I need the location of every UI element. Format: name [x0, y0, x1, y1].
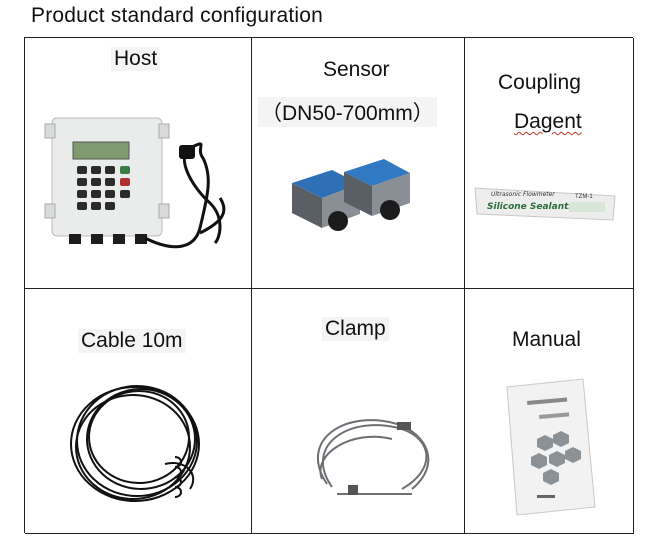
- cable-label: Cable 10m: [78, 329, 186, 353]
- dagent-label: Dagent: [514, 110, 582, 133]
- tube-code-text: TZM-1: [575, 194, 593, 200]
- page-title: Product standard configuration: [31, 4, 324, 27]
- manual-label: Manual: [512, 328, 581, 351]
- tube-small-text: Ultrasonic Flowmeter: [491, 191, 555, 198]
- manual-booklet-image: [506, 378, 596, 516]
- cell-sensor: Sensor （DN50-700mm）: [252, 38, 465, 289]
- coupling-label: Coupling: [498, 71, 581, 94]
- clamp-label: Clamp: [322, 317, 389, 341]
- sensor-label: Sensor: [323, 58, 390, 81]
- cell-cable: Cable 10m: [25, 289, 252, 534]
- sensor-range-label: （DN50-700mm）: [258, 97, 437, 127]
- tube-brand-text: Silicone Sealants: [487, 202, 574, 212]
- configuration-table: Host: [24, 37, 634, 534]
- sensor-transducers-image: [292, 159, 410, 231]
- host-label: Host: [111, 47, 161, 71]
- silicone-sealant-tube-image: Ultrasonic Flowmeter TZM-1 Silicone Seal…: [474, 187, 616, 221]
- host-unit-image: [44, 117, 226, 249]
- cell-coupling: Coupling Dagent Ultrasonic Flowmeter TZM…: [465, 38, 634, 289]
- cell-host: Host: [25, 38, 252, 289]
- cable-coil-image: [70, 385, 200, 502]
- cell-manual: Manual: [465, 289, 634, 534]
- cell-clamp: Clamp: [252, 289, 465, 534]
- clamp-straps-image: [317, 419, 430, 495]
